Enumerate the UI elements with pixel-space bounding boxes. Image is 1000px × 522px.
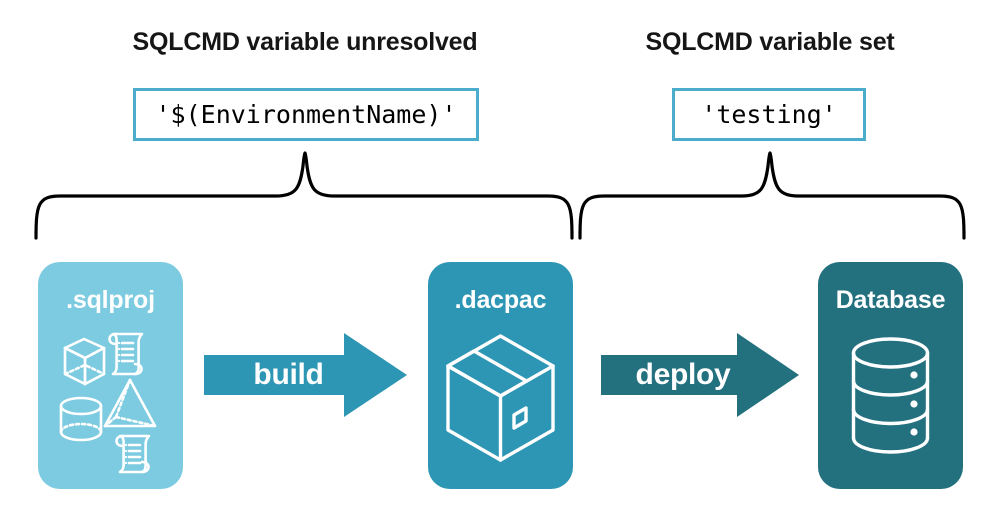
database-icon-group <box>851 337 930 454</box>
stage-box-sqlproj[interactable]: .sqlproj <box>38 262 183 489</box>
stage-label-database: Database <box>835 286 946 314</box>
sqlproj-icon-group <box>59 332 157 474</box>
stage-label-dacpac: .dacpac <box>454 286 547 314</box>
dacpac-icon-group <box>446 334 555 462</box>
heading-variable-set: SQLCMD variable set <box>645 28 895 56</box>
stage-label-sqlproj: .sqlproj <box>66 286 155 314</box>
arrow-build-icon <box>204 333 407 417</box>
arrow-deploy-icon <box>601 333 799 417</box>
stage-box-dacpac[interactable]: .dacpac <box>428 262 573 489</box>
heading-variable-unresolved: SQLCMD variable unresolved <box>132 28 478 56</box>
package-box-icon <box>446 334 555 462</box>
script-scroll-icon <box>115 434 151 474</box>
arrow-deploy[interactable]: deploy <box>601 333 799 417</box>
pyramid-icon <box>103 378 157 428</box>
stage-box-database[interactable]: Database <box>818 262 963 489</box>
brace-right-icon <box>578 151 966 240</box>
code-box-environment-name: '$(EnvironmentName)' <box>133 88 479 141</box>
cube-icon <box>63 337 106 386</box>
database-cylinder-icon <box>851 337 930 454</box>
script-scroll-icon <box>108 332 144 376</box>
cylinder-icon <box>59 396 103 442</box>
code-box-testing: 'testing' <box>672 88 866 141</box>
brace-left-icon <box>34 151 574 240</box>
arrow-build[interactable]: build <box>204 333 407 417</box>
